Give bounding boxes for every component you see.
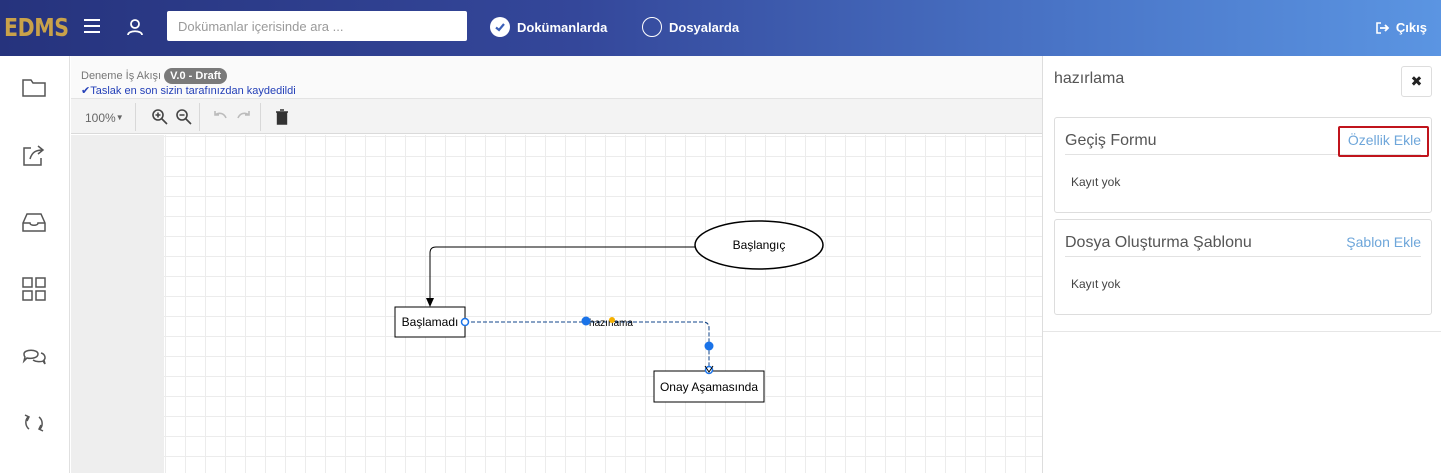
left-sidebar (0, 56, 70, 473)
redo-icon[interactable] (235, 108, 253, 126)
check-icon: ✔ (81, 85, 91, 97)
add-property-button[interactable]: Özellik Ekle (1347, 132, 1421, 148)
toolbar-divider (135, 103, 136, 131)
edge-label-handle[interactable] (609, 317, 615, 323)
transition-form-card: Geçiş Formu Özellik Ekle Kayıt yok (1054, 117, 1432, 213)
check-circle-icon (490, 17, 510, 37)
zoom-out-icon[interactable] (175, 108, 193, 126)
empty-circle-icon (642, 17, 662, 37)
top-header: EDMS Dokümanlarda Dosyalarda Çıkış (0, 0, 1441, 56)
node-approval[interactable]: Onay Aşamasında (653, 370, 765, 403)
close-icon: ✖ (1410, 73, 1423, 89)
workflow-title: Deneme İş Akışı V.0 - Draft (81, 68, 228, 84)
undo-icon[interactable] (211, 108, 229, 126)
card-divider (1065, 154, 1421, 155)
share-icon[interactable] (21, 142, 47, 168)
radio-documents[interactable]: Dokümanlarda (490, 16, 607, 38)
node-start-label: Başlangıç (733, 238, 786, 252)
card-divider (1065, 256, 1421, 257)
grid-icon[interactable] (21, 276, 47, 302)
menu-icon[interactable] (84, 19, 100, 35)
toolbar-divider (199, 103, 200, 131)
transition-form-empty: Kayıt yok (1071, 175, 1121, 189)
file-template-card: Dosya Oluşturma Şablonu Şablon Ekle Kayı… (1054, 219, 1432, 315)
node-not-started[interactable]: Başlamadı (394, 306, 466, 338)
node-approval-label: Onay Aşamasında (660, 380, 758, 394)
save-status: ✔Taslak en son sizin tarafınızdan kayded… (81, 84, 296, 97)
workflow-name: Deneme İş Akışı (81, 70, 162, 82)
properties-panel: hazırlama ✖ Geçiş Formu Özellik Ekle Kay… (1042, 56, 1441, 473)
file-template-empty: Kayıt yok (1071, 277, 1121, 291)
app-logo[interactable]: EDMS (4, 13, 69, 42)
radio-folders[interactable]: Dosyalarda (642, 16, 739, 38)
logout-label: Çıkış (1395, 20, 1427, 35)
add-template-button[interactable]: Şablon Ekle (1346, 234, 1421, 250)
edge-hazirlama[interactable] (465, 321, 710, 369)
version-badge: V.0 - Draft (164, 68, 228, 84)
inbox-icon[interactable] (21, 209, 47, 235)
edge-handle-target[interactable] (704, 365, 714, 375)
transition-form-title: Geçiş Formu (1065, 132, 1157, 149)
user-icon[interactable] (126, 18, 144, 36)
zoom-select[interactable]: 100%▼ (85, 111, 124, 125)
radio-folders-label: Dosyalarda (669, 19, 740, 35)
highlight-box (1338, 126, 1429, 157)
editor-toolbar: 100%▼ (71, 98, 1042, 134)
folder-icon[interactable] (21, 75, 47, 101)
edge-start-to-not-started[interactable] (426, 246, 695, 307)
zoom-in-icon[interactable] (151, 108, 169, 126)
radio-documents-label: Dokümanlarda (517, 19, 608, 35)
close-button[interactable]: ✖ (1401, 66, 1432, 97)
workflow-meta: Deneme İş Akışı V.0 - Draft ✔Taslak en s… (71, 56, 1042, 98)
panel-divider (1043, 331, 1441, 332)
logout-icon (1376, 21, 1390, 34)
edge-handle-mid[interactable] (581, 316, 591, 326)
node-not-started-label: Başlamadı (402, 315, 459, 329)
chat-icon[interactable] (21, 343, 47, 369)
diagram-canvas[interactable]: Başlangıç Başlamadı Onay Aşamasında hazı… (164, 135, 1042, 473)
save-status-text: Taslak en son sizin tarafınızdan kaydedi… (90, 85, 296, 97)
edge-handle-source[interactable] (460, 317, 470, 327)
node-start[interactable]: Başlangıç (694, 220, 824, 270)
logout-button[interactable]: Çıkış (1376, 20, 1427, 35)
workflow-editor: Deneme İş Akışı V.0 - Draft ✔Taslak en s… (71, 56, 1042, 473)
sync-icon[interactable] (21, 410, 47, 436)
edge-handle-bend[interactable] (704, 341, 714, 351)
edge-label[interactable]: hazırlama (589, 318, 633, 329)
toolbar-divider (260, 103, 261, 131)
canvas-margin (71, 135, 164, 473)
caret-down-icon: ▼ (115, 113, 124, 122)
search-input[interactable] (167, 11, 467, 41)
panel-title: hazırlama (1054, 70, 1125, 87)
diagram-svg: Başlangıç Başlamadı Onay Aşamasında hazı… (394, 220, 824, 403)
file-template-title: Dosya Oluşturma Şablonu (1065, 234, 1252, 251)
trash-icon[interactable] (273, 108, 291, 126)
zoom-level: 100% (85, 111, 116, 125)
